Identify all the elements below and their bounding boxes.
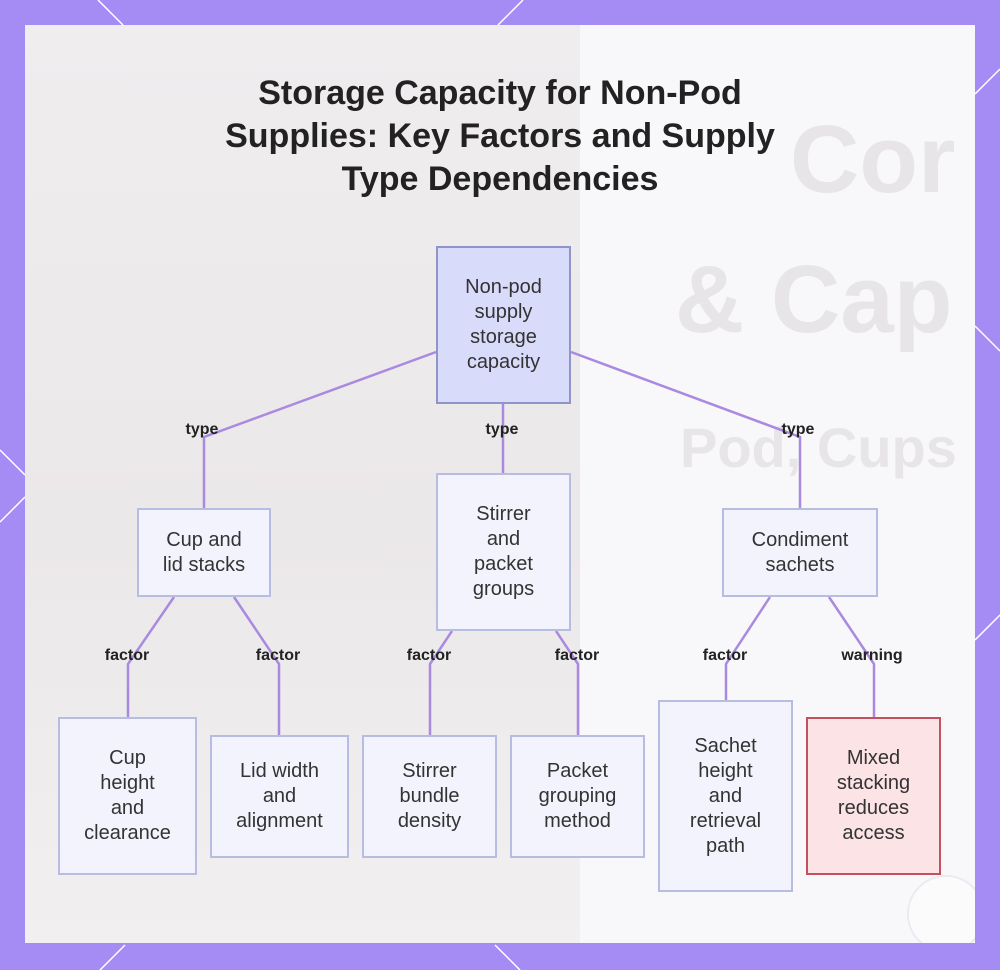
edge-condiment-mixed_stacking	[827, 596, 876, 717]
edge-label-factor: factor	[255, 647, 301, 664]
edge-root-cups	[202, 350, 437, 508]
edge-label-factor: factor	[104, 647, 150, 664]
edge-label-factor: factor	[702, 647, 748, 664]
edge-label-type: type	[781, 421, 815, 438]
background-text-line: Pod, Cups	[680, 416, 957, 479]
edge-cups-cup_height	[126, 596, 176, 717]
edge-label-type: type	[185, 421, 219, 438]
edge-root-condiment	[570, 350, 802, 508]
edge-stirrer-stirrer_density	[428, 630, 454, 735]
edge-label-type: type	[485, 421, 519, 438]
background-text-line: & Cap	[675, 246, 953, 353]
background-text: Cor & Cap Pod, Cups	[675, 105, 975, 525]
edge-condiment-sachet_height	[724, 596, 772, 700]
watermark-logo-icon	[907, 875, 975, 943]
edge-label-factor: factor	[406, 647, 452, 664]
edge-stirrer-packet_method	[554, 630, 580, 735]
diagram-title: Storage Capacity for Non-Pod Supplies: K…	[225, 74, 775, 198]
edge-cups-lid_width	[232, 596, 281, 735]
edge-label-factor: factor	[554, 647, 600, 664]
edge-label-warning: warning	[841, 647, 903, 664]
background-text-line: Cor	[790, 106, 956, 213]
